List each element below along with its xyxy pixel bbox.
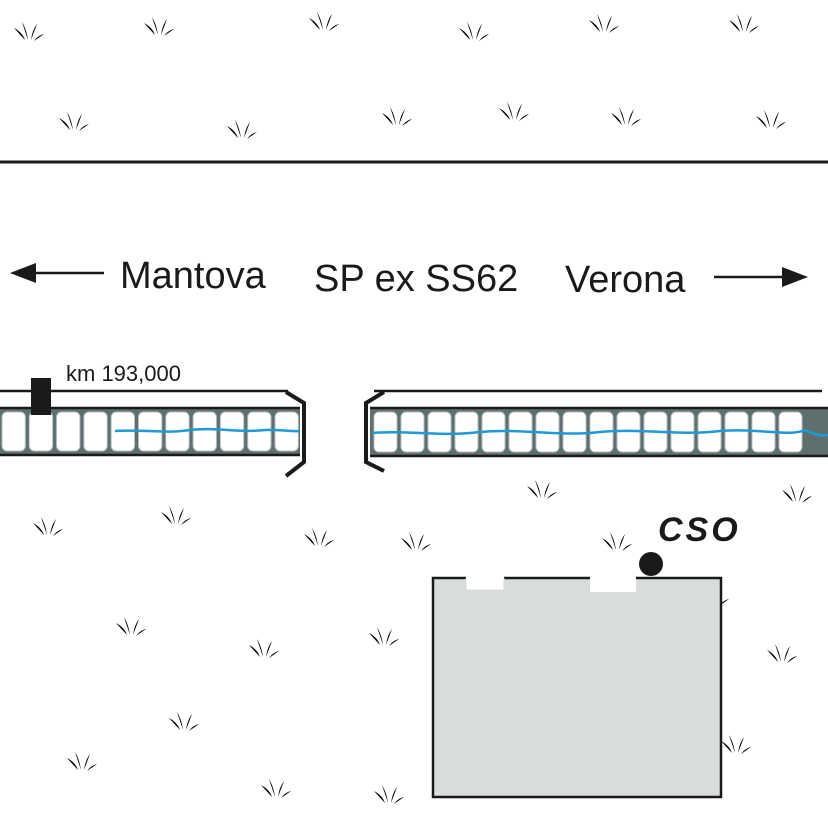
grass-tuft-icon bbox=[169, 712, 199, 731]
grass-tuft-icon bbox=[304, 528, 334, 547]
grass-tuft-icon bbox=[161, 506, 191, 525]
site-point-icon bbox=[639, 552, 663, 576]
building-notch-1 bbox=[466, 576, 504, 590]
grass-tuft-icon bbox=[499, 102, 529, 121]
grass-tuft-icon bbox=[527, 480, 557, 499]
grass-tuft-icon bbox=[144, 17, 174, 36]
grass-tuft-icon bbox=[227, 120, 257, 139]
ditch-cell bbox=[192, 411, 217, 452]
grass-tuft-icon bbox=[309, 12, 339, 31]
site-label: CSO bbox=[658, 511, 741, 549]
grass-tuft-icon bbox=[602, 532, 632, 551]
grass-tuft-icon bbox=[589, 14, 619, 33]
roadside-ditch-left bbox=[0, 406, 301, 457]
kilometre-post-icon bbox=[31, 378, 51, 415]
arrow-right-icon bbox=[714, 267, 808, 287]
grass-tuft-icon bbox=[369, 627, 399, 646]
grass-tuft-icon bbox=[33, 517, 63, 536]
grass-tuft-icon bbox=[611, 107, 641, 126]
grass-tuft-icon bbox=[756, 110, 786, 129]
grass-tuft-icon bbox=[249, 639, 279, 658]
culvert-bracket-right bbox=[364, 390, 386, 473]
grass-tuft-icon bbox=[116, 617, 146, 636]
ditch-cell bbox=[28, 411, 54, 452]
ditch-cell bbox=[427, 411, 452, 453]
grass-tuft-icon bbox=[767, 644, 797, 663]
water-line-right bbox=[371, 428, 828, 437]
grass-tuft-icon bbox=[721, 735, 751, 754]
building-notch-2 bbox=[590, 576, 636, 592]
grass-tuft-icon bbox=[401, 532, 431, 551]
grass-tuft-icon bbox=[67, 752, 97, 771]
arrow-left-icon bbox=[10, 263, 104, 283]
roadside-ditch-right bbox=[370, 406, 828, 458]
culvert-bracket-left bbox=[284, 390, 306, 478]
treatment-building bbox=[431, 576, 723, 799]
right-city-label: Verona bbox=[565, 259, 686, 301]
ditch-cell bbox=[56, 411, 81, 452]
ditch-cell bbox=[83, 411, 108, 452]
grass-tuft-icon bbox=[782, 484, 812, 503]
water-line-left bbox=[114, 427, 301, 433]
grass-tuft-icon bbox=[59, 112, 89, 131]
grass-tuft-icon bbox=[14, 22, 44, 41]
road-name-label: SP ex SS62 bbox=[314, 258, 518, 300]
left-city-label: Mantova bbox=[120, 255, 267, 297]
grass-tuft-icon bbox=[459, 22, 489, 41]
grass-tuft-icon bbox=[382, 107, 412, 126]
kilometre-marker-label: km 193,000 bbox=[66, 361, 181, 386]
ditch-cell bbox=[724, 411, 749, 453]
ditch-cell bbox=[1, 411, 26, 452]
grass-tuft-icon bbox=[729, 14, 759, 33]
grass-tuft-icon bbox=[374, 785, 404, 804]
grass-tuft-icon bbox=[261, 779, 291, 798]
